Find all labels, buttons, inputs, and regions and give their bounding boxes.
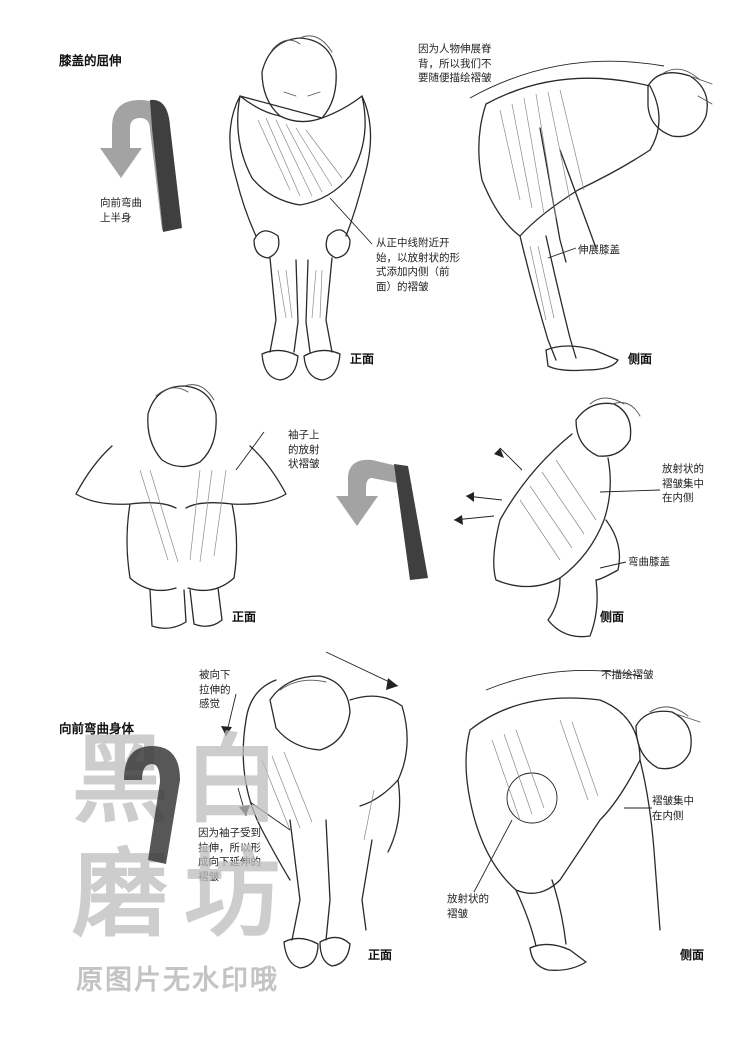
view-label-side-2: 侧面 <box>600 610 625 624</box>
watermark-char-2: 白 <box>184 723 280 836</box>
view-label-front-3: 正面 <box>368 948 393 962</box>
note-inner-radial: 放射状的 褶皱集中 在内侧 <box>662 463 704 504</box>
note-bend-upper: 向前弯曲 上半身 <box>100 197 142 224</box>
annotation-leader-lines <box>249 197 661 893</box>
figure-side-squat <box>453 397 641 638</box>
watermark-caption: 原图片无水印哦 <box>76 965 279 996</box>
note-wrinkles-inner: 褶皱集中 在内侧 <box>652 795 694 822</box>
watermark-char-4: 坊 <box>184 837 280 950</box>
watermark-hook-icon <box>124 746 180 864</box>
note-stretch-back: 因为人物伸展脊 背，所以我们不 要随便描绘褶皱 <box>418 43 492 84</box>
note-sleeve-pulled: 因为袖子受到 拉伸，所以形 成向下延伸的 褶皱 <box>198 827 261 883</box>
figure-side-bend <box>469 60 713 372</box>
section-title-knee: 膝盖的屈伸 <box>59 53 122 68</box>
note-radial-front: 从正中线附近开 始，以放射状的形 式添加内侧（前 面）的褶皱 <box>376 237 460 293</box>
view-label-side-3: 侧面 <box>680 948 705 962</box>
note-radial-small: 放射状的 褶皱 <box>447 893 489 920</box>
bend-arrow-icon <box>100 99 182 232</box>
view-label-side-1: 侧面 <box>628 352 653 366</box>
figure-side-deep-bend <box>465 670 701 971</box>
note-sleeve-radial: 袖子上 的放射 状褶皱 <box>288 429 320 470</box>
view-label-front-2: 正面 <box>232 610 257 624</box>
note-stretch-knee: 伸展膝盖 <box>578 244 620 256</box>
figure-front-squat <box>75 384 287 629</box>
squat-arrow-icon <box>336 459 428 580</box>
note-no-wrinkles: 不描绘褶皱 <box>601 669 654 681</box>
figure-front-bend <box>229 35 372 381</box>
note-pulled-down: 被向下 拉伸的 感觉 <box>199 669 231 710</box>
section-title-bend: 向前弯曲身体 <box>59 721 135 736</box>
figure-front-deep-bend <box>221 651 408 969</box>
note-bend-knee: 弯曲膝盖 <box>628 556 670 568</box>
view-label-front-1: 正面 <box>350 352 375 366</box>
